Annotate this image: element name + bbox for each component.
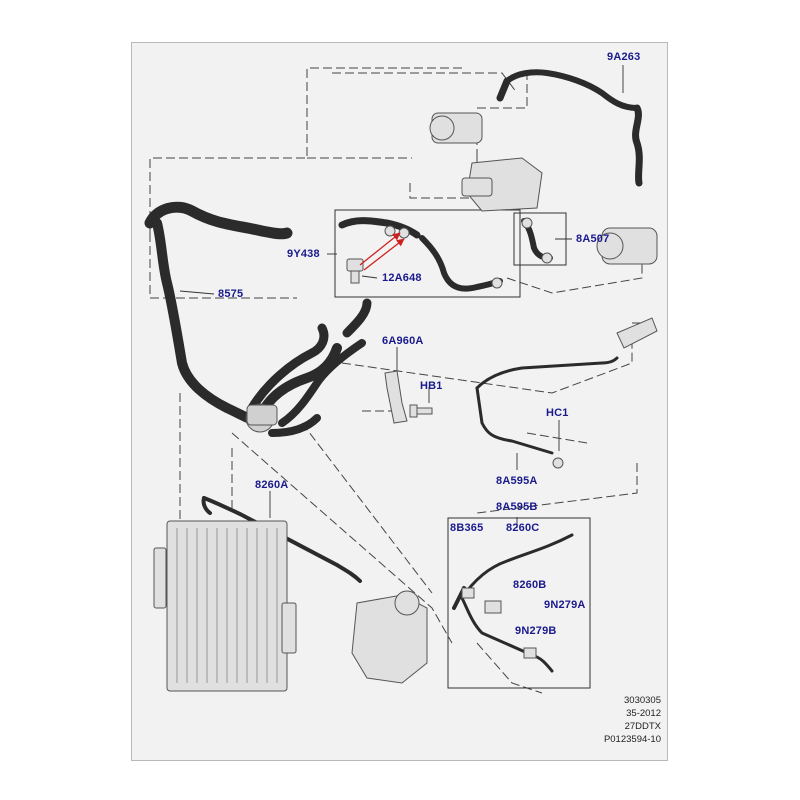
reference-line: P0123594-10	[603, 734, 661, 745]
callout-8a595b[interactable]: 8A595B	[496, 501, 538, 513]
reference-line: 3030305	[624, 695, 661, 706]
highlight-arrows	[359, 232, 405, 271]
callout-8575[interactable]: 8575	[218, 288, 244, 300]
callout-8260b[interactable]: 8260B	[513, 579, 547, 591]
callout-8260a[interactable]: 8260A	[255, 479, 289, 491]
components	[153, 112, 658, 692]
callout-9n279b[interactable]: 9N279B	[515, 625, 557, 637]
reference-block: 3030305 35-2012 27DDTX P0123594-10	[604, 694, 661, 746]
callout-8a595a[interactable]: 8A595A	[496, 475, 538, 487]
reference-line: 35-2012	[626, 708, 661, 719]
callout-8b365[interactable]: 8B365	[450, 522, 484, 534]
callout-hb1[interactable]: HB1	[420, 380, 443, 392]
callout-12a648[interactable]: 12A648	[382, 272, 422, 284]
hose-diagram	[144, 65, 658, 694]
callout-8a507[interactable]: 8A507	[576, 233, 610, 245]
callout-9n279a[interactable]: 9N279A	[544, 599, 586, 611]
callout-9y438[interactable]: 9Y438	[287, 248, 320, 260]
callout-hc1[interactable]: HC1	[546, 407, 569, 419]
detail-box-9y438	[334, 209, 521, 298]
callout-9a263[interactable]: 9A263	[607, 51, 641, 63]
diagram-frame: 9A263 9Y438 8A507 12A648 8575 6A960A HB1…	[131, 42, 668, 761]
hoses	[144, 69, 643, 673]
detail-box-8a507	[513, 212, 567, 266]
callout-6a960a[interactable]: 6A960A	[382, 335, 424, 347]
callout-8260c[interactable]: 8260C	[506, 522, 540, 534]
detail-box-8a595b	[447, 517, 591, 689]
reference-line: 27DDTX	[624, 721, 661, 732]
